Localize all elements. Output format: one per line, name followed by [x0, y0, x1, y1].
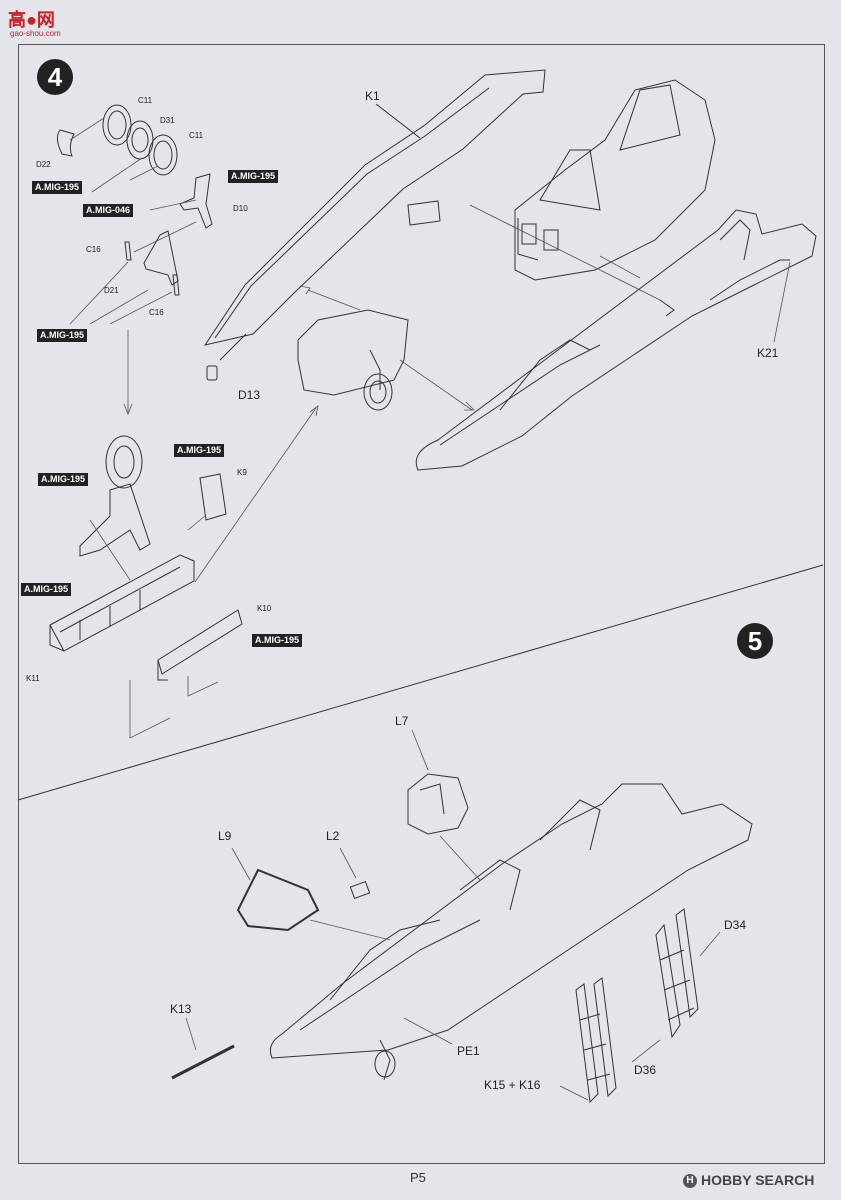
part-label-d22: D22 [36, 160, 51, 169]
fuselage-step4 [415, 209, 817, 471]
paint-tag-mig195-4: A.MIG-195 [38, 473, 89, 486]
part-label-k15-k16: K15 + K16 [484, 1078, 541, 1092]
rod-k13 [171, 1044, 235, 1080]
gear-well-k11 [49, 554, 195, 652]
part-label-k11: K11 [26, 674, 40, 683]
part-label-l9: L9 [218, 829, 232, 843]
part-label-d36: D36 [634, 1063, 657, 1077]
part-label-c16b: C16 [149, 308, 164, 317]
site-logo[interactable]: 高●网 [8, 10, 55, 30]
step-number-4: 4 [37, 59, 73, 95]
part-label-k9: K9 [237, 468, 247, 477]
part-label-c16a: C16 [86, 245, 101, 254]
part-label-d34: D34 [724, 918, 747, 932]
canopy-frame-k1 [203, 69, 546, 346]
part-label-d10: D10 [233, 204, 248, 213]
watermark-text: HOBBY SEARCH [701, 1172, 815, 1188]
canopy-l9 [236, 868, 320, 932]
part-label-l7: L7 [395, 714, 409, 728]
page-frame [18, 44, 825, 1164]
step-divider [17, 564, 824, 801]
fuselage-step5 [269, 783, 753, 1081]
page-number: P5 [410, 1170, 426, 1185]
step-number-5: 5 [737, 623, 773, 659]
paint-tag-mig195-5: A.MIG-195 [174, 444, 225, 457]
part-label-l2: L2 [326, 829, 340, 843]
part-l2 [349, 880, 371, 900]
nose-gear-assembly [206, 309, 409, 411]
part-label-k1: K1 [365, 89, 380, 103]
part-label-k10: K10 [257, 604, 272, 613]
seat-l7 [407, 773, 469, 835]
part-label-d31: D31 [160, 116, 175, 125]
gear-door-k10 [157, 609, 243, 681]
hobby-search-watermark: H HOBBY SEARCH [683, 1172, 815, 1189]
part-label-d21: D21 [104, 286, 119, 295]
paint-tag-mig195-3: A.MIG-195 [37, 329, 88, 342]
part-label-c11b: C11 [189, 131, 204, 140]
cockpit-tub [514, 79, 716, 281]
main-gear-leg [79, 435, 227, 557]
part-label-pe1: PE1 [457, 1044, 480, 1058]
part-label-k13: K13 [170, 1002, 192, 1016]
ladder-d34 [655, 908, 699, 1039]
paint-tag-mig046: A.MIG-046 [83, 204, 134, 217]
wheel-parts [56, 104, 213, 296]
paint-tag-mig195-2: A.MIG-195 [228, 170, 279, 183]
part-label-c11a: C11 [138, 96, 153, 105]
ladder-d36 [575, 977, 617, 1104]
paint-tag-mig195-6: A.MIG-195 [21, 583, 72, 596]
paint-tag-mig195-1: A.MIG-195 [32, 181, 83, 194]
paint-tag-mig195-7: A.MIG-195 [252, 634, 303, 647]
hobby-search-logo-icon: H [683, 1174, 697, 1189]
part-label-d13: D13 [238, 388, 261, 402]
site-url: gao-shou.com [10, 29, 61, 38]
part-label-k21: K21 [757, 346, 779, 360]
